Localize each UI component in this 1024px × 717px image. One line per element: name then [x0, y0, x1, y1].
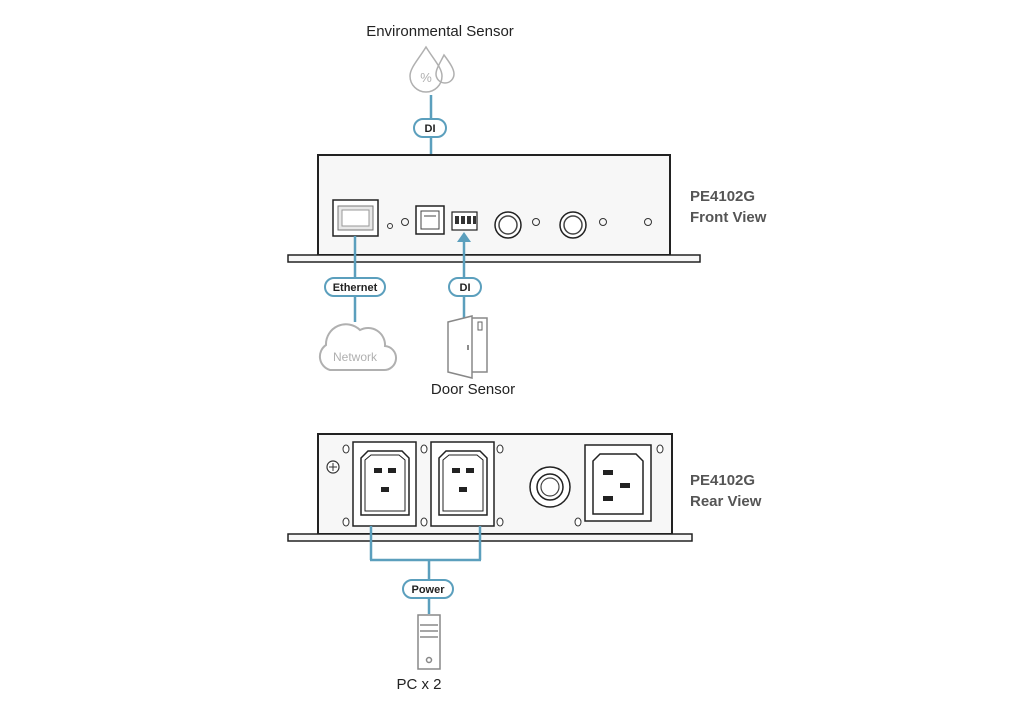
door-sensor-label: Door Sensor — [431, 381, 515, 398]
door-sensor-icon — [447, 315, 488, 379]
network-cloud-icon: Network — [318, 323, 397, 372]
rear-view-label: Rear View — [690, 493, 762, 510]
svg-text:Power: Power — [411, 584, 445, 596]
breaker-button-icon — [529, 466, 571, 508]
led-indicator — [644, 218, 652, 226]
ethernet-pill: Ethernet — [324, 277, 386, 297]
power-outlet-icon — [430, 441, 495, 527]
knob-icon — [494, 211, 522, 239]
led-indicator — [532, 218, 540, 226]
led-indicator — [401, 218, 409, 226]
svg-text:DI: DI — [460, 282, 471, 294]
arrow-up-icon — [457, 232, 471, 242]
power-pill: Power — [402, 579, 454, 599]
di-port-icon — [415, 205, 445, 235]
pc-label: PC x 2 — [396, 676, 441, 693]
power-inlet-icon — [584, 444, 652, 522]
front-view-label: Front View — [690, 209, 767, 226]
network-label: Network — [333, 350, 378, 364]
ethernet-port-icon — [332, 199, 379, 237]
svg-text:Ethernet: Ethernet — [333, 282, 378, 294]
knob-icon — [559, 211, 587, 239]
svg-text:DI: DI — [425, 123, 436, 135]
di-pill-top: DI — [413, 118, 447, 138]
front-model-label: PE4102G — [690, 188, 755, 205]
di-pill-bottom: DI — [448, 277, 482, 297]
environmental-sensor-label: Environmental Sensor — [366, 23, 514, 40]
rear-model-label: PE4102G — [690, 472, 755, 489]
pc-tower-icon — [417, 614, 441, 670]
ground-screw-icon — [326, 460, 340, 474]
dip-switch-icon — [451, 211, 478, 231]
led-indicator — [387, 223, 393, 229]
power-outlet-icon — [352, 441, 417, 527]
svg-text:%: % — [420, 70, 432, 85]
led-indicator — [599, 218, 607, 226]
humidity-drop-icon: % — [409, 45, 455, 93]
mounting-hole-icon — [342, 444, 664, 527]
